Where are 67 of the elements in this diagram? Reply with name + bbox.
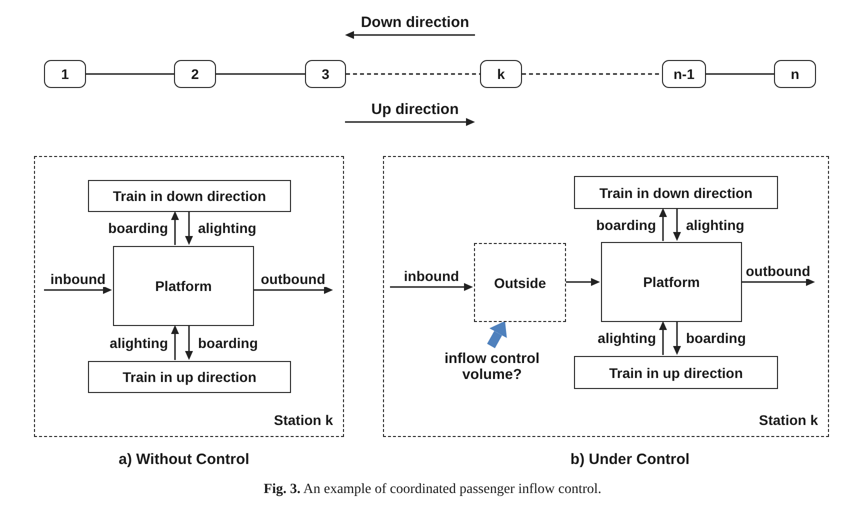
arrow bbox=[185, 211, 193, 245]
arrow bbox=[565, 278, 600, 286]
station-panel bbox=[34, 156, 344, 437]
edge-label: inbound bbox=[402, 268, 460, 284]
connector-line bbox=[86, 73, 174, 75]
panel-title: Station k bbox=[274, 412, 333, 428]
arrow bbox=[659, 321, 667, 355]
station-box bbox=[44, 60, 86, 88]
connector-line bbox=[216, 73, 305, 75]
direction-label: Down direction bbox=[360, 14, 470, 31]
connector-line bbox=[522, 73, 662, 75]
box-label: Platform bbox=[643, 274, 700, 290]
arrow bbox=[741, 278, 815, 286]
arrow bbox=[171, 325, 179, 360]
station-panel bbox=[383, 156, 829, 437]
arrow bbox=[673, 208, 681, 241]
edge-label: alighting bbox=[596, 330, 657, 346]
outside-area-box bbox=[474, 243, 566, 322]
train-box bbox=[88, 361, 291, 393]
station-number: n-1 bbox=[674, 66, 694, 82]
arrow bbox=[171, 211, 179, 245]
box-label: Platform bbox=[155, 278, 212, 294]
panel-caption: b) Under Control bbox=[570, 451, 690, 468]
station-box bbox=[305, 60, 346, 88]
platform-box bbox=[601, 242, 742, 322]
edge-label: boarding bbox=[595, 216, 657, 232]
station-number: 1 bbox=[61, 66, 69, 82]
train-box bbox=[574, 176, 778, 209]
panel-caption: a) Without Control bbox=[118, 451, 250, 468]
platform-box bbox=[113, 246, 254, 326]
edge-label: boarding bbox=[107, 220, 169, 236]
box-label: Train in up direction bbox=[122, 369, 256, 385]
box-label: Train in down direction bbox=[599, 184, 753, 200]
station-box bbox=[662, 60, 706, 88]
edge-label: alighting bbox=[685, 216, 746, 232]
arrow bbox=[44, 286, 112, 294]
station-number: 3 bbox=[322, 66, 330, 82]
direction-label: Up direction bbox=[371, 101, 459, 118]
station-box bbox=[174, 60, 216, 88]
station-number: 2 bbox=[191, 66, 199, 82]
arrow bbox=[185, 325, 193, 360]
box-label: Train in up direction bbox=[609, 364, 743, 380]
station-box bbox=[774, 60, 816, 88]
arrow bbox=[390, 283, 473, 291]
box-label: Train in down direction bbox=[112, 188, 266, 204]
panel-title: Station k bbox=[758, 412, 818, 428]
arrow bbox=[253, 286, 333, 294]
edge-label: boarding bbox=[197, 334, 259, 350]
arrow bbox=[673, 321, 681, 355]
station-number: k bbox=[497, 66, 505, 82]
station-box bbox=[480, 60, 522, 88]
block-arrow bbox=[487, 321, 507, 348]
train-box bbox=[88, 180, 291, 212]
figure-caption: Fig. 3. An example of coordinated passenger inflow control. bbox=[264, 482, 602, 497]
train-box bbox=[574, 356, 778, 389]
edge-label: alighting bbox=[108, 334, 169, 350]
connector-line bbox=[706, 73, 774, 75]
edge-label: outbound bbox=[744, 263, 812, 279]
connector-line bbox=[346, 73, 480, 75]
station-number: n bbox=[790, 66, 800, 82]
arrow bbox=[659, 208, 667, 241]
box-label: Outside bbox=[494, 274, 546, 290]
annotation-text: inflow control volume? bbox=[443, 351, 541, 383]
edge-label: outbound bbox=[260, 271, 326, 287]
edge-label: alighting bbox=[197, 220, 258, 236]
edge-label: boarding bbox=[685, 330, 747, 346]
edge-label: inbound bbox=[49, 271, 107, 287]
